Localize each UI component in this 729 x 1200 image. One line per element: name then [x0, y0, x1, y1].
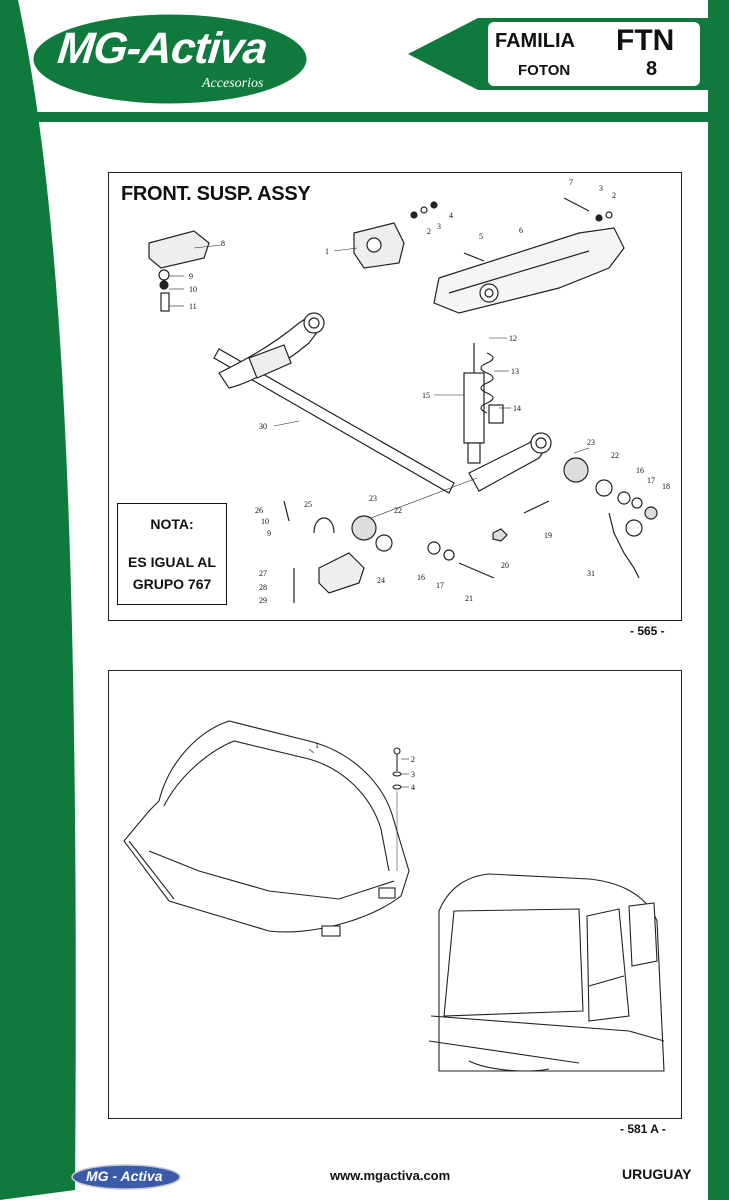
footer-logo-text: MG - Activa	[86, 1168, 163, 1184]
svg-text:10: 10	[189, 285, 197, 294]
footer-website[interactable]: www.mgactiva.com	[330, 1168, 451, 1183]
svg-text:4: 4	[411, 783, 415, 792]
svg-text:14: 14	[513, 404, 521, 413]
logo-sub-text: Accesorios	[202, 76, 264, 91]
svg-text:8: 8	[221, 239, 225, 248]
svg-text:20: 20	[501, 561, 509, 570]
svg-text:22: 22	[611, 451, 619, 460]
diagram-hood-cab: 1 2 3 4	[108, 670, 682, 1119]
svg-text:9: 9	[189, 272, 193, 281]
svg-text:3: 3	[437, 222, 441, 231]
diagram-front-suspension: FRONT. SUSP. ASSY	[108, 172, 682, 621]
svg-text:11: 11	[189, 302, 197, 311]
svg-text:23: 23	[369, 494, 377, 503]
svg-text:28: 28	[259, 583, 267, 592]
svg-text:16: 16	[417, 573, 425, 582]
svg-text:31: 31	[587, 569, 595, 578]
svg-text:29: 29	[259, 596, 267, 605]
svg-text:2: 2	[427, 227, 431, 236]
logo-ellipse	[30, 11, 310, 107]
diagram-1-reference: - 565 -	[630, 624, 665, 638]
footer-logo: MG - Activa	[70, 1163, 182, 1191]
svg-text:7: 7	[569, 178, 573, 187]
diagram-2-reference: - 581 A -	[620, 1122, 666, 1136]
diagram-title: FRONT. SUSP. ASSY	[121, 183, 311, 205]
footer-country: URUGUAY	[622, 1166, 692, 1182]
brand-logo: MG-Activa Accesorios	[30, 10, 310, 108]
nota-line-1: ES IGUAL AL	[128, 554, 216, 570]
nota-line-2: GRUPO 767	[132, 576, 212, 592]
svg-text:10: 10	[261, 517, 269, 526]
svg-text:15: 15	[422, 391, 430, 400]
badge-arrow-shape	[408, 18, 708, 90]
svg-text:13: 13	[511, 367, 519, 376]
svg-text:5: 5	[479, 232, 483, 241]
svg-text:16: 16	[636, 466, 644, 475]
page-number: 8	[646, 58, 658, 80]
brand-name: FOTON	[518, 62, 571, 79]
family-badge: FAMILIA FTN FOTON 8	[408, 14, 708, 94]
svg-text:2: 2	[612, 191, 616, 200]
hood-cab-drawing: 1 2 3 4	[123, 720, 665, 1072]
svg-text:3: 3	[599, 184, 603, 193]
svg-text:23: 23	[587, 438, 595, 447]
svg-text:17: 17	[436, 581, 444, 590]
nota-box: NOTA: ES IGUAL AL GRUPO 767	[117, 503, 227, 605]
familia-code: FTN	[616, 24, 675, 57]
svg-text:1: 1	[315, 741, 319, 750]
familia-label: FAMILIA	[495, 30, 575, 52]
logo-main-text: MG-Activa	[55, 24, 270, 73]
svg-text:19: 19	[544, 531, 552, 540]
svg-text:30: 30	[259, 422, 267, 431]
svg-text:2: 2	[411, 755, 415, 764]
svg-text:25: 25	[304, 500, 312, 509]
svg-text:3: 3	[411, 770, 415, 779]
svg-text:26: 26	[255, 506, 263, 515]
footer-logo-ellipse	[71, 1164, 181, 1190]
svg-text:4: 4	[449, 211, 453, 220]
svg-text:24: 24	[377, 576, 385, 585]
suspension-drawing: 1 2 3 4 5 6 7 3 2 8 9 10 11 12 13 14 15 …	[148, 178, 670, 605]
svg-text:18: 18	[662, 482, 670, 491]
svg-text:22: 22	[394, 506, 402, 515]
svg-text:6: 6	[519, 226, 523, 235]
svg-text:21: 21	[465, 594, 473, 603]
nota-heading: NOTA:	[150, 516, 194, 532]
svg-text:27: 27	[259, 569, 267, 578]
svg-text:17: 17	[647, 476, 655, 485]
svg-text:9: 9	[267, 529, 271, 538]
svg-text:12: 12	[509, 334, 517, 343]
svg-text:1: 1	[325, 247, 329, 256]
